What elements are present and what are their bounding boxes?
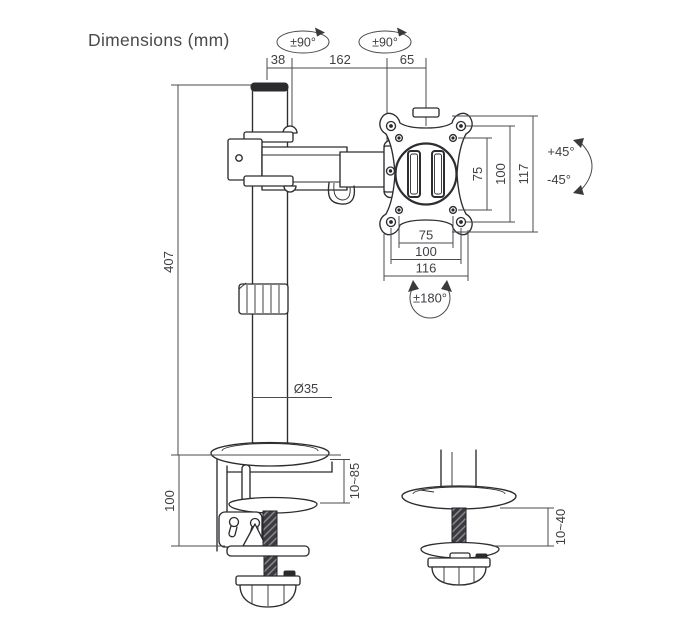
dim-clamp-range: 10~85 <box>347 463 362 500</box>
arm-pivot-dome <box>282 125 298 134</box>
dim-38: 38 <box>271 52 285 67</box>
dim-117: 117 <box>516 164 531 185</box>
rotation-icon: ±180° <box>408 280 452 319</box>
vesa-vertical-dimensions: 75 100 117 <box>452 115 538 233</box>
top-dimension-chain: 38 162 65 <box>266 52 427 141</box>
dim-dia35: Ø35 <box>294 381 319 396</box>
pole-diameter-callout: Ø35 <box>252 381 332 398</box>
vesa-horizontal-dimensions: 75 100 116 <box>383 216 469 281</box>
dim-v100: 100 <box>493 163 508 185</box>
swivel-right-label: ±90° <box>372 36 398 50</box>
pole-height-dimension: 407 <box>161 84 252 455</box>
tilt-down-label: -45° <box>547 172 571 187</box>
vesa-holes-outer <box>385 120 467 228</box>
dim-65: 65 <box>400 52 414 67</box>
grommet-dimensions: 10~40 <box>492 507 568 547</box>
dim-407: 407 <box>161 251 176 273</box>
dim-162: 162 <box>329 52 351 67</box>
page-title: Dimensions (mm) <box>88 30 230 50</box>
arm-assembly <box>227 125 398 205</box>
tilt-range-icon: +45° -45° <box>547 138 593 195</box>
rotation-label: ±180° <box>413 291 447 306</box>
grommet-mount <box>401 449 517 586</box>
pole-clamp-block <box>227 138 263 181</box>
swivel-right-icon: ±90° <box>358 27 412 54</box>
tilt-up-label: +45° <box>547 144 574 159</box>
dim-clamp-100: 100 <box>162 490 177 512</box>
arm-inner <box>339 151 389 188</box>
dim-v75: 75 <box>470 167 485 181</box>
dim-h100: 100 <box>415 244 437 259</box>
clamp-dimensions: 100 10~85 <box>162 454 362 547</box>
dim-h75: 75 <box>419 228 433 243</box>
desk-clamp <box>210 441 333 608</box>
vesa-holes-inner <box>394 133 458 215</box>
pole-collar <box>238 283 289 315</box>
vesa-plate <box>379 107 473 236</box>
dim-116: 116 <box>416 261 437 276</box>
dim-grommet-range: 10~40 <box>553 509 568 546</box>
swivel-left-label: ±90° <box>290 36 316 50</box>
cable-clip <box>327 182 356 205</box>
swivel-left-icon: ±90° <box>276 27 330 54</box>
